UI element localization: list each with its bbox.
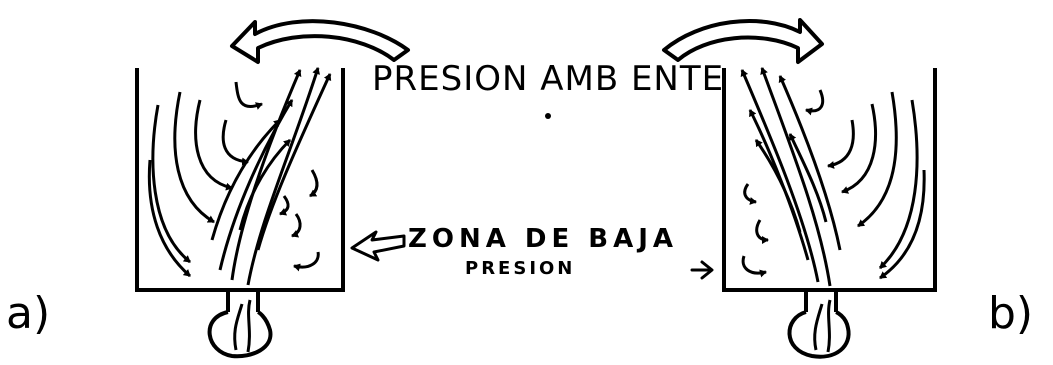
ambient-pressure-label: PRESION AMB ENTE [372,59,725,99]
flow-arrows-b [740,67,926,287]
plume-arrow [238,138,292,231]
eddy-arrow [291,213,302,238]
plume-arrow [230,69,302,281]
plume-arrow [740,69,820,283]
eddy-arrow [743,183,757,205]
plume-arrow [760,67,832,287]
eddy-arrow [279,195,290,216]
outflow-arrow-a [230,19,410,64]
low-pressure-label-line1: ZONA DE BAJA [408,224,679,254]
plume-arrow [246,67,320,286]
burner-b [787,310,851,359]
plume-arrow [210,118,282,241]
flame-b [813,299,832,353]
container-a-nozzle [226,290,260,312]
eddy-arrow [293,251,320,272]
eddy-arrow [755,219,769,244]
low-pressure-pointer-right [690,260,714,280]
recirculation-arrow [151,104,191,264]
low-pressure-pointer-left [350,230,406,262]
recirculation-arrow [805,89,825,116]
recirculation-arrow [878,99,919,270]
recirculation-arrow [827,119,855,169]
panel-a-label: a) [6,288,51,339]
recirculation-arrow [147,159,191,278]
eddy-arrow [741,255,767,278]
container-b-walls [722,68,937,292]
low-pressure-label-line2: PRESION [465,258,576,279]
flow-arrows-a [147,67,332,286]
container-b-nozzle [804,290,838,312]
plume-arrow [256,73,332,251]
container-b [722,68,937,359]
outflow-arrow-b [662,18,824,64]
flame-a [233,299,252,353]
container-a-walls [135,68,345,292]
plume-arrow [754,139,802,233]
recirculation-arrow [173,91,215,224]
plume-arrow [778,75,842,251]
container-a [135,68,345,359]
recirculation-arrow [234,81,263,110]
recirculation-arrow [221,119,249,166]
recirculation-arrow [879,169,926,280]
plume-arrow [218,99,294,271]
burner-a [207,310,273,359]
eddy-arrow [309,169,319,198]
plume-arrow [788,133,828,223]
recirculation-arrow [857,91,898,228]
recirculation-arrow [841,103,878,194]
recirculation-arrow [194,99,233,191]
panel-b-label: b) [988,288,1034,339]
ink-dot [545,113,551,119]
